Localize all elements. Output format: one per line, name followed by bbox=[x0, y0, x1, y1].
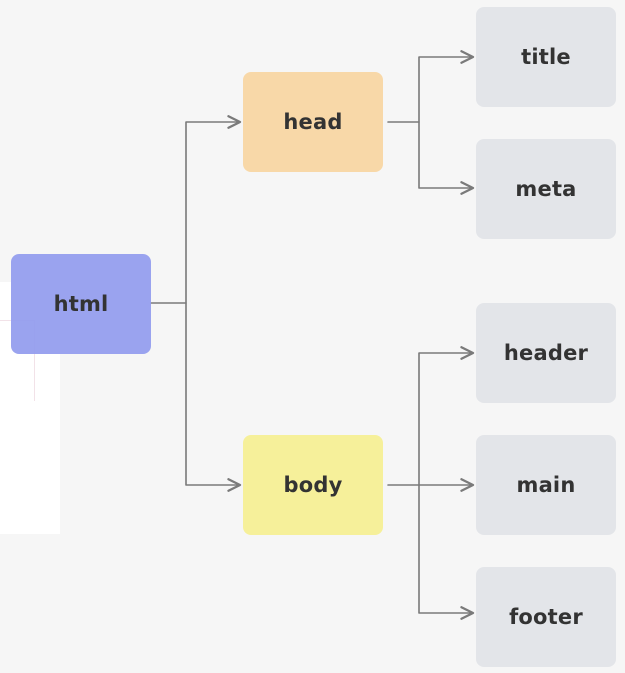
node-footer: footer bbox=[476, 567, 616, 667]
node-body: body bbox=[243, 435, 383, 535]
node-main-label: main bbox=[516, 473, 576, 497]
node-header-label: header bbox=[503, 341, 589, 365]
node-title: title bbox=[476, 7, 616, 107]
edge-body-header bbox=[387, 346, 475, 486]
node-html-label: html bbox=[53, 292, 109, 316]
edge-head-meta bbox=[418, 121, 475, 195]
node-meta: meta bbox=[476, 139, 616, 239]
node-header: header bbox=[476, 303, 616, 403]
node-html: html bbox=[11, 254, 151, 354]
node-footer-label: footer bbox=[509, 605, 583, 629]
node-main: main bbox=[476, 435, 616, 535]
node-head: head bbox=[243, 72, 383, 172]
node-body-label: body bbox=[283, 473, 343, 497]
edge-body-footer bbox=[418, 484, 475, 620]
edge-html-body bbox=[185, 302, 242, 492]
node-meta-label: meta bbox=[515, 177, 577, 201]
node-head-label: head bbox=[283, 110, 343, 134]
node-title-label: title bbox=[521, 45, 571, 69]
edge-head-title bbox=[387, 50, 475, 123]
edge-html-head bbox=[150, 115, 242, 304]
